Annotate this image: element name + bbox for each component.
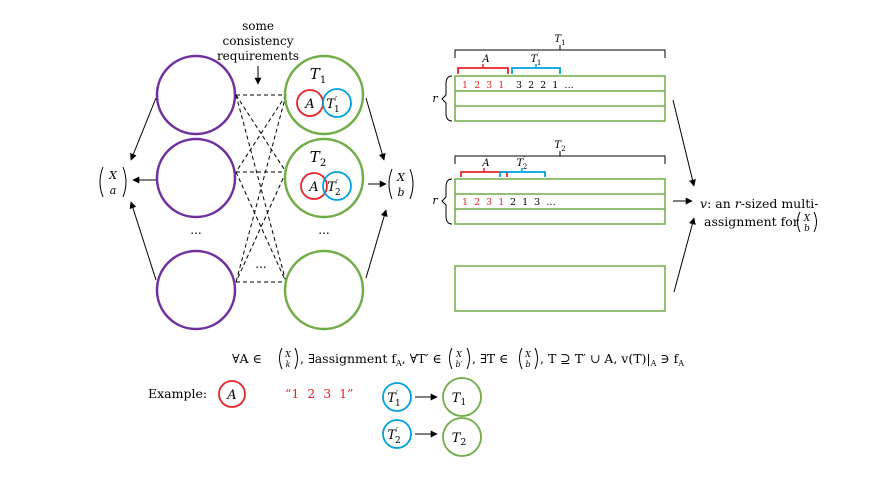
purple-circle-1	[155, 54, 237, 136]
table-1-t-label: T′1	[531, 52, 542, 67]
table-3	[454, 265, 666, 312]
dashed-connections	[235, 94, 287, 283]
green-set-2-blue-circle	[322, 171, 352, 201]
v-label-line-1: v: an r-sized multi-	[700, 196, 818, 211]
green-set-2-red-circle	[300, 172, 328, 200]
formula-binom-2-top: X	[455, 350, 462, 359]
v-label: v: an r-sized multi- assignment for X b	[700, 196, 818, 234]
table-1-r-label: r	[432, 92, 438, 105]
right-binom: X b	[388, 168, 414, 200]
formula: ∀A ∈ X k , ∃assignment fA, ∀T′ ∈ X b′ , …	[232, 347, 684, 370]
example-row-1-from-circle	[382, 382, 412, 412]
green-circle-3	[283, 249, 365, 331]
table-1-a-label: A	[481, 54, 489, 65]
table-1: T1 A T′1 1 2 3 1 3 2 2 1 … r	[432, 34, 666, 122]
v-label-line-2: assignment for	[704, 214, 799, 229]
green-set-2-label: T2	[310, 148, 326, 169]
example-a-label: A	[226, 388, 236, 403]
left-binom: X a	[99, 166, 127, 198]
right-arrows	[365, 97, 388, 279]
table-2: T2 A T′2 1 2 3 1 2 1 3 … r	[432, 140, 666, 225]
formula-part-5: , T ⊇ T′ ∪ A, v(T)|A ∋ fA	[540, 351, 684, 368]
left-arrows	[129, 97, 157, 281]
table-2-title: T2	[554, 140, 565, 153]
table-2-red-digits: 1 2 3 1	[462, 197, 504, 208]
green-ellipsis: ...	[318, 223, 329, 237]
formula-part-4: , ∃T ∈	[472, 351, 512, 366]
example-quote: “1 2 3 1”	[285, 386, 353, 401]
table-2-black-digits: 2 1 3 …	[510, 197, 556, 208]
formula-part-2: , ∃assignment fA, ∀T′ ∈	[300, 351, 446, 368]
note-line-3: requirements	[217, 49, 299, 63]
example-label: Example:	[148, 386, 207, 401]
green-circle-1	[283, 54, 365, 136]
green-set-1-label: T1	[310, 65, 326, 86]
right-binom-bottom: b	[397, 186, 404, 199]
example-a-circle	[218, 380, 246, 408]
example-row-1-to-circle	[442, 377, 482, 417]
note-line-2: consistency	[223, 34, 294, 48]
table-1-red-digits: 1 2 3 1	[462, 80, 504, 91]
green-set-1-blue-label: T′1	[326, 96, 339, 115]
purple-circles: ...	[155, 54, 237, 331]
v-binom-top: X	[803, 214, 811, 224]
note-line-1: some	[242, 19, 274, 33]
right-binom-top: X	[396, 171, 406, 184]
example: Example: A “1 2 3 1” T′1 T1 T′2 T2	[148, 377, 482, 457]
green-set-1-red-label: A	[304, 97, 314, 112]
green-circle-2	[283, 137, 365, 219]
v-binom-bottom: b	[804, 224, 810, 234]
table-2-r-label: r	[432, 194, 438, 207]
left-binom-bottom: a	[110, 184, 117, 197]
example-row-2-from-circle	[382, 419, 412, 449]
example-row-2-from-label: T′2	[387, 427, 400, 446]
dashed-ellipsis: ...	[255, 257, 266, 271]
green-set-2-red-label: A	[308, 180, 318, 195]
formula-part-1: ∀A ∈	[232, 351, 266, 366]
green-set-2-blue-label: T′2	[327, 179, 340, 198]
consistency-note: some consistency requirements	[217, 19, 299, 85]
formula-binom-2-bottom: b′	[456, 360, 463, 369]
purple-circle-3	[155, 249, 237, 331]
example-row-1-from-label: T′1	[387, 390, 400, 409]
formula-binom-1-top: X	[284, 350, 291, 359]
table-1-black-digits: 3 2 2 1 …	[516, 80, 574, 91]
example-row-2-to-label: T2	[452, 431, 466, 448]
example-row-2-to-circle	[442, 417, 482, 457]
green-set-1-blue-circle	[322, 88, 352, 118]
table-1-title: T1	[554, 34, 565, 47]
purple-ellipsis: ...	[190, 223, 201, 237]
table-2-a-label: A	[481, 158, 489, 169]
example-row-1-to-label: T1	[452, 391, 466, 408]
purple-circle-2	[155, 137, 237, 219]
table-arrows	[672, 99, 696, 293]
left-binom-top: X	[108, 169, 118, 182]
green-set-2: T2 A T′2	[283, 137, 365, 219]
table-2-t-label: T′2	[517, 156, 528, 171]
green-set-1: T1 A T′1	[283, 54, 365, 136]
formula-binom-3-top: X	[524, 350, 531, 359]
formula-binom-3-bottom: b	[525, 360, 530, 369]
formula-binom-1-bottom: k	[286, 360, 291, 369]
